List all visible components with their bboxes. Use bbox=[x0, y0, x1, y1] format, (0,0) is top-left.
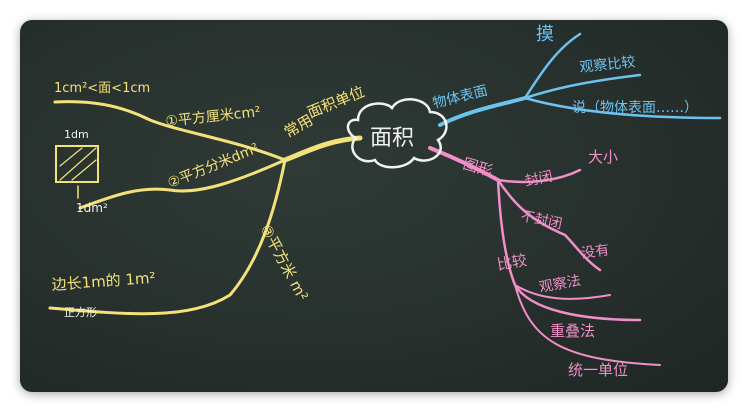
pink-branch-observe bbox=[514, 284, 611, 300]
yellow-branches bbox=[48, 100, 363, 316]
pink-size: 大小 bbox=[588, 148, 618, 166]
blue-say: 说（物体表面……） bbox=[572, 100, 698, 116]
blue-branches bbox=[438, 32, 722, 127]
mind-map: 面积 1cm²<面<1cm 常用 面积单位 ①平方厘米cm² ②平方分米dm² … bbox=[48, 24, 722, 379]
blue-observe: 观察比较 bbox=[579, 53, 636, 76]
yellow-branch-3 bbox=[48, 158, 287, 316]
yellow-branch-3-label: ③平方米 m² bbox=[256, 221, 311, 303]
top-formula: 1cm²<面<1cm bbox=[54, 81, 150, 96]
pink-trunk bbox=[428, 146, 500, 182]
pink-not-closed: 不封闭 bbox=[519, 208, 563, 232]
center-cloud bbox=[346, 98, 448, 169]
pink-none: 没有 bbox=[580, 242, 610, 262]
pink-root: 图形 bbox=[461, 155, 495, 181]
blue-branch-observe bbox=[523, 73, 642, 100]
pink-compare: 比较 bbox=[496, 251, 529, 274]
pink-overlap-method: 重叠法 bbox=[550, 322, 595, 340]
blue-branch-touch bbox=[523, 32, 582, 100]
pink-closed: 封闭 bbox=[524, 168, 555, 189]
blue-touch: 摸 bbox=[536, 24, 554, 45]
yellow-trunk bbox=[282, 135, 363, 163]
pink-branches bbox=[428, 146, 661, 366]
pink-branch-not-closed bbox=[496, 178, 602, 272]
square-hatch bbox=[59, 147, 97, 181]
square-side-label: 1dm bbox=[64, 128, 89, 141]
blue-branch-say bbox=[523, 96, 722, 120]
pink-branch-closed bbox=[496, 168, 582, 184]
square-area-label: 1dm² bbox=[76, 201, 108, 215]
square-drawing bbox=[55, 145, 99, 183]
blue-trunk bbox=[438, 96, 527, 127]
chalkboard: 面积 1cm²<面<1cm 常用 面积单位 ①平方厘米cm² ②平方分米dm² … bbox=[20, 20, 728, 392]
yellow-branch-2-label: ②平方分米dm² bbox=[166, 141, 262, 192]
yellow-branch-1-label: ①平方厘米cm² bbox=[165, 104, 262, 130]
square-word: 正方形 bbox=[64, 305, 97, 319]
center-label: 面积 bbox=[370, 126, 414, 151]
yellow-branch-1 bbox=[53, 100, 287, 162]
cloud-outline bbox=[346, 98, 448, 169]
side-formula: 边长1m的 1m² bbox=[51, 269, 156, 294]
pink-branch-unit bbox=[514, 284, 661, 366]
yellow-branch-2 bbox=[78, 158, 287, 210]
pink-observe-method: 观察法 bbox=[538, 272, 582, 296]
pink-unit-method: 统一单位 bbox=[568, 361, 628, 379]
